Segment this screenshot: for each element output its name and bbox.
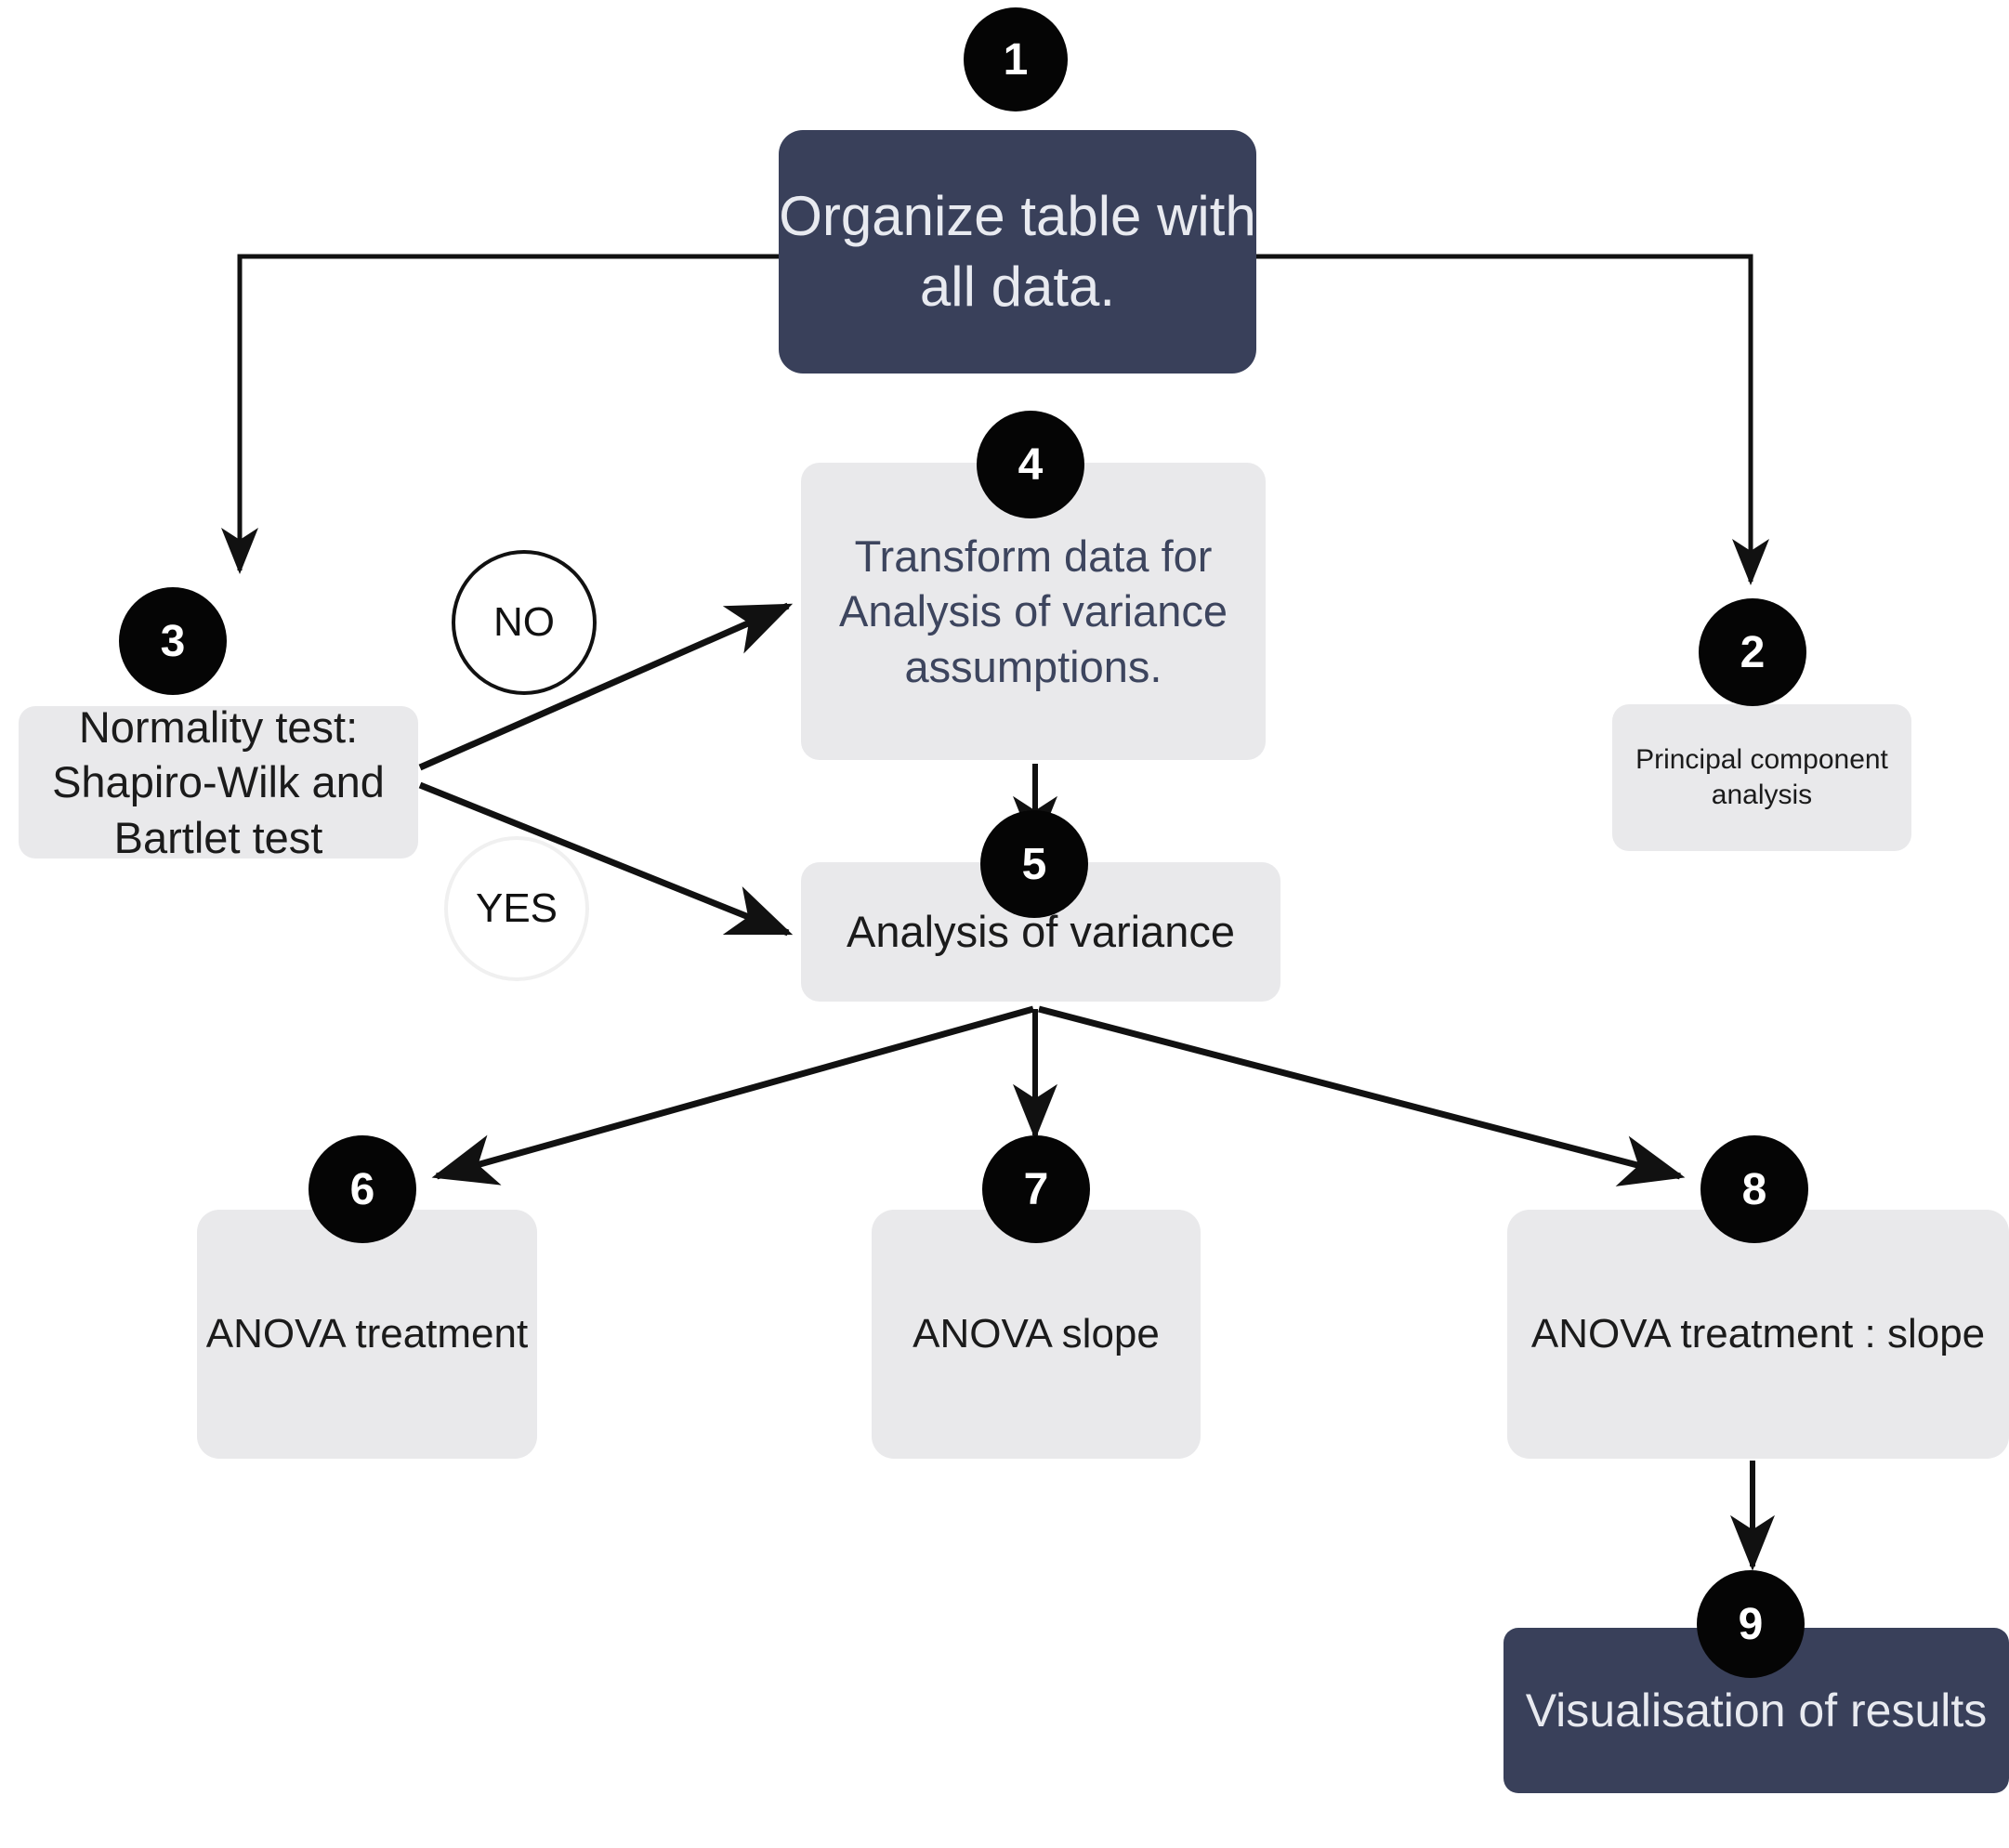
node-anova-slope[interactable]: ANOVA slope bbox=[872, 1210, 1201, 1459]
step-badge-1-number: 1 bbox=[1003, 34, 1029, 85]
decision-label-no-text: NO bbox=[493, 599, 555, 645]
step-badge-5: 5 bbox=[980, 810, 1088, 918]
node-6-label: ANOVA treatment bbox=[205, 1311, 529, 1357]
step-badge-9-number: 9 bbox=[1738, 1599, 1764, 1649]
step-badge-6-number: 6 bbox=[349, 1164, 375, 1214]
step-badge-7-number: 7 bbox=[1023, 1164, 1049, 1214]
edge-1-to-2 bbox=[1256, 254, 1769, 586]
node-4-label: Transform data for Analysis of variance … bbox=[839, 531, 1228, 691]
node-8-label: ANOVA treatment : slope bbox=[1530, 1311, 1986, 1357]
node-1-label: Organize table with all data. bbox=[779, 185, 1256, 318]
step-badge-4-number: 4 bbox=[1018, 439, 1044, 490]
node-anova-treatment-slope[interactable]: ANOVA treatment : slope bbox=[1507, 1210, 2009, 1459]
step-badge-3-number: 3 bbox=[160, 616, 186, 666]
decision-label-yes: YES bbox=[444, 836, 589, 981]
node-2-label: Principal component analysis bbox=[1635, 744, 1888, 810]
node-9-label: Visualisation of results bbox=[1525, 1684, 1988, 1737]
step-badge-8: 8 bbox=[1700, 1135, 1808, 1243]
node-analysis-of-variance[interactable]: Analysis of variance bbox=[801, 862, 1280, 1002]
step-badge-9: 9 bbox=[1697, 1570, 1805, 1678]
edge-5-to-6 bbox=[431, 1005, 1034, 1186]
decision-label-no: NO bbox=[452, 550, 597, 695]
step-badge-6: 6 bbox=[309, 1135, 416, 1243]
node-principal-component-analysis[interactable]: Principal component analysis bbox=[1612, 704, 1911, 851]
node-anova-treatment[interactable]: ANOVA treatment bbox=[197, 1210, 537, 1459]
step-badge-3: 3 bbox=[119, 587, 227, 695]
node-organize-table[interactable]: Organize table with all data. bbox=[779, 130, 1256, 374]
node-normality-test[interactable]: Normality test: Shapiro-Wilk and Bartlet… bbox=[19, 702, 418, 862]
step-badge-2: 2 bbox=[1699, 598, 1806, 706]
decision-label-yes-text: YES bbox=[475, 885, 558, 931]
node-3-label: Normality test: Shapiro-Wilk and Bartlet… bbox=[52, 702, 385, 862]
step-badge-1: 1 bbox=[964, 7, 1068, 111]
step-badge-2-number: 2 bbox=[1740, 627, 1766, 677]
step-badge-4: 4 bbox=[977, 411, 1084, 518]
step-badge-5-number: 5 bbox=[1021, 839, 1047, 889]
edge-5-to-8 bbox=[1038, 1005, 1686, 1186]
step-badge-8-number: 8 bbox=[1741, 1164, 1767, 1214]
edge-1-to-3 bbox=[221, 254, 779, 575]
step-badge-7: 7 bbox=[982, 1135, 1090, 1243]
node-7-label: ANOVA slope bbox=[913, 1311, 1160, 1357]
